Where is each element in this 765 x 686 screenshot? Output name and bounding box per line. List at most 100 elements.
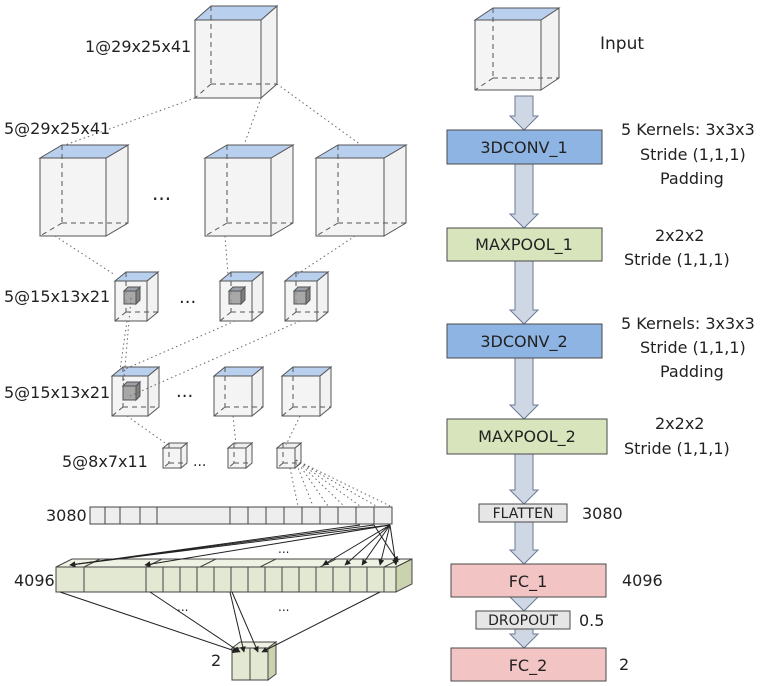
cube-front <box>228 290 242 305</box>
hidden-edge <box>204 222 228 237</box>
conv2-cube <box>212 365 265 418</box>
flow-arrow <box>508 95 540 131</box>
cube-front <box>204 157 272 237</box>
fc1-front <box>55 566 397 593</box>
layer-name: 3DCONV_1 <box>480 138 567 158</box>
fc1-size-note: 4096 <box>622 571 663 590</box>
flatten-size-label: 3080 <box>46 506 87 525</box>
conv2-cube <box>280 365 333 418</box>
layer-name: FC_1 <box>509 572 548 592</box>
connection-line <box>289 467 299 507</box>
dense-arrow <box>378 524 391 566</box>
ellipsis: ... <box>193 454 206 470</box>
pool2-cube <box>226 441 254 470</box>
conv1-volume-label: 5@29x25x41 <box>4 119 110 138</box>
layer-fc-2: FC_2 <box>450 647 607 682</box>
layer-3dconv-1: 3DCONV_1 <box>446 129 603 165</box>
input-volume-cube <box>193 4 279 100</box>
dense-arrow <box>229 591 246 653</box>
connection-line <box>64 97 196 146</box>
connection-line <box>295 235 356 276</box>
fc1-top-divider <box>83 558 101 568</box>
pool2-size-note: 2x2x2 <box>655 414 704 433</box>
dense-arrow <box>69 524 361 568</box>
hidden-edge <box>227 462 235 469</box>
hidden-edge <box>162 462 170 469</box>
pool2-volume-label: 5@8x7x11 <box>62 452 148 471</box>
kernel-cube <box>122 285 142 306</box>
layer-name: DROPOUT <box>488 613 558 629</box>
cube-front <box>213 375 253 417</box>
connection-line <box>295 459 345 507</box>
dense-arrow <box>344 524 391 566</box>
input-volume-label: 1@29x25x41 <box>85 37 191 56</box>
fc1-vector <box>55 558 413 593</box>
ellipsis: ... <box>176 381 193 402</box>
flow-arrow <box>508 521 540 565</box>
input-cube <box>473 7 561 91</box>
flatten-bar <box>89 506 393 525</box>
dense-arrow <box>361 524 391 566</box>
kernel-cube <box>121 380 142 402</box>
conv1-padding-note: Padding <box>660 169 724 188</box>
ellipsis: ... <box>278 600 289 614</box>
connection-line <box>295 459 361 507</box>
cube-front <box>227 447 247 469</box>
pool1-cube <box>283 270 330 323</box>
connection-line <box>224 235 229 276</box>
layer-name: FC_2 <box>509 656 548 676</box>
layer-dropout: DROPOUT <box>475 610 571 630</box>
ellipsis: ... <box>177 600 188 614</box>
flow-arrow <box>508 163 540 229</box>
conv2-volume-label: 5@15x13x21 <box>4 383 110 402</box>
flow-arrow <box>508 260 540 325</box>
cube-front <box>281 375 321 417</box>
pool1-volume-label: 5@15x13x21 <box>4 287 110 306</box>
hidden-edge <box>474 77 494 91</box>
cube-side <box>383 144 407 237</box>
conv2-cube <box>110 365 161 418</box>
conv2-stride-note: Stride (1,1,1) <box>640 338 746 357</box>
hidden-edge <box>114 311 127 322</box>
ellipsis: ... <box>278 542 289 556</box>
conv2-kernels-note: 5 Kernels: 3x3x3 <box>621 314 755 333</box>
out-side <box>267 641 277 681</box>
dropout-rate-note: 0.5 <box>579 611 604 630</box>
conv1-stride-note: Stride (1,1,1) <box>640 145 746 164</box>
connection-line <box>232 415 237 446</box>
hidden-edge <box>39 222 63 237</box>
ellipsis: ... <box>179 287 196 308</box>
dense-arrow <box>144 524 391 568</box>
dense-arrow <box>261 591 381 653</box>
cube-front <box>293 290 307 305</box>
flow-arrow <box>508 357 540 420</box>
connection-lines <box>54 83 391 507</box>
layer-name: MAXPOOL_1 <box>475 235 573 255</box>
connection-line <box>243 97 262 146</box>
layer-maxpool-2: MAXPOOL_2 <box>446 418 608 455</box>
cube-side <box>105 144 129 237</box>
conv1-cube <box>203 144 295 237</box>
cube-front <box>194 19 262 99</box>
fc1-top-divider <box>199 558 217 568</box>
cube-front <box>315 157 385 237</box>
dense-connections <box>59 524 399 654</box>
cube-front <box>474 19 542 91</box>
flow-arrows <box>508 95 540 649</box>
pool2-cube <box>275 441 303 470</box>
hidden-edge <box>276 462 284 469</box>
connection-line <box>285 415 301 446</box>
connection-line <box>122 297 132 391</box>
fc2-size-note: 2 <box>619 655 629 674</box>
layer-name: FLATTEN <box>493 506 554 522</box>
pool1-cube <box>218 270 265 323</box>
pool2-stride-note: Stride (1,1,1) <box>624 439 730 458</box>
flow-arrow <box>508 628 540 649</box>
hidden-edge <box>194 83 212 99</box>
layer-name: 3DCONV_2 <box>480 332 567 352</box>
conv2-padding-note: Padding <box>660 362 724 381</box>
connection-line <box>122 320 236 371</box>
input-label: Input <box>600 34 644 54</box>
layer-fc-1: FC_1 <box>450 563 607 598</box>
hidden-edge <box>281 406 294 417</box>
